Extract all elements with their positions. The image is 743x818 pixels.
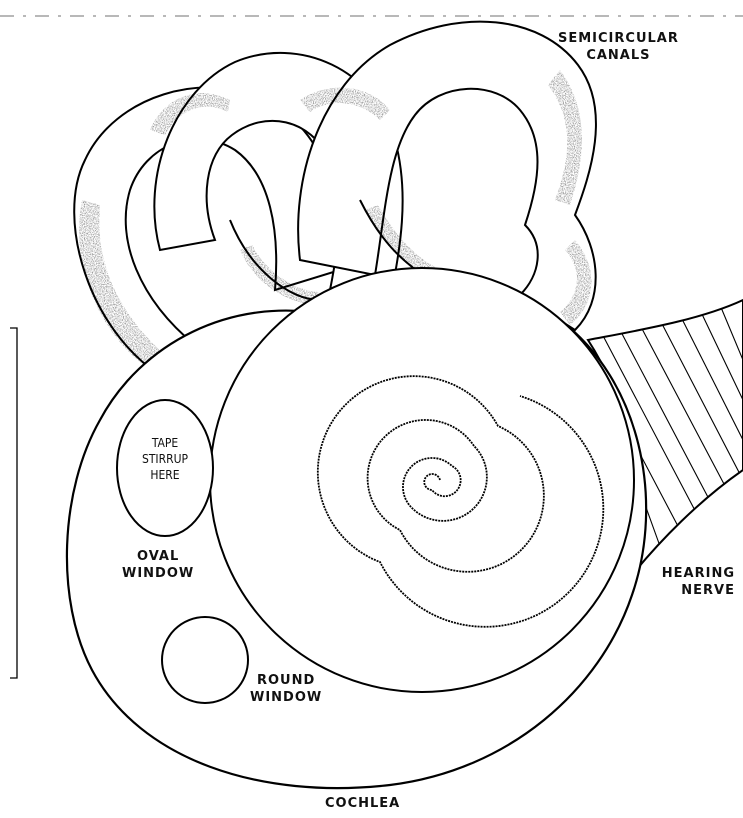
label-line: WINDOW — [250, 689, 322, 706]
note-line: HERE — [135, 467, 195, 483]
label-line: SEMICIRCULAR — [558, 30, 679, 47]
label-line: OVAL — [122, 548, 194, 565]
label-line: ROUND — [250, 672, 322, 689]
label-line: HEARING — [662, 565, 735, 582]
label-semicircular-canals: SEMICIRCULAR CANALS — [558, 30, 679, 64]
round-window — [162, 617, 248, 703]
label-round-window: ROUND WINDOW — [250, 672, 322, 706]
note-line: TAPE — [135, 435, 195, 451]
note-tape-stirrup: TAPE STIRRUP HERE — [135, 435, 195, 483]
label-cochlea: COCHLEA — [325, 795, 400, 812]
label-line: NERVE — [662, 582, 735, 599]
note-line: STIRRUP — [135, 451, 195, 467]
left-bracket — [10, 328, 17, 678]
label-oval-window: OVAL WINDOW — [122, 548, 194, 582]
cochlea-circle — [210, 268, 634, 692]
label-line: CANALS — [558, 47, 679, 64]
label-line: WINDOW — [122, 565, 194, 582]
label-hearing-nerve: HEARING NERVE — [662, 565, 735, 599]
